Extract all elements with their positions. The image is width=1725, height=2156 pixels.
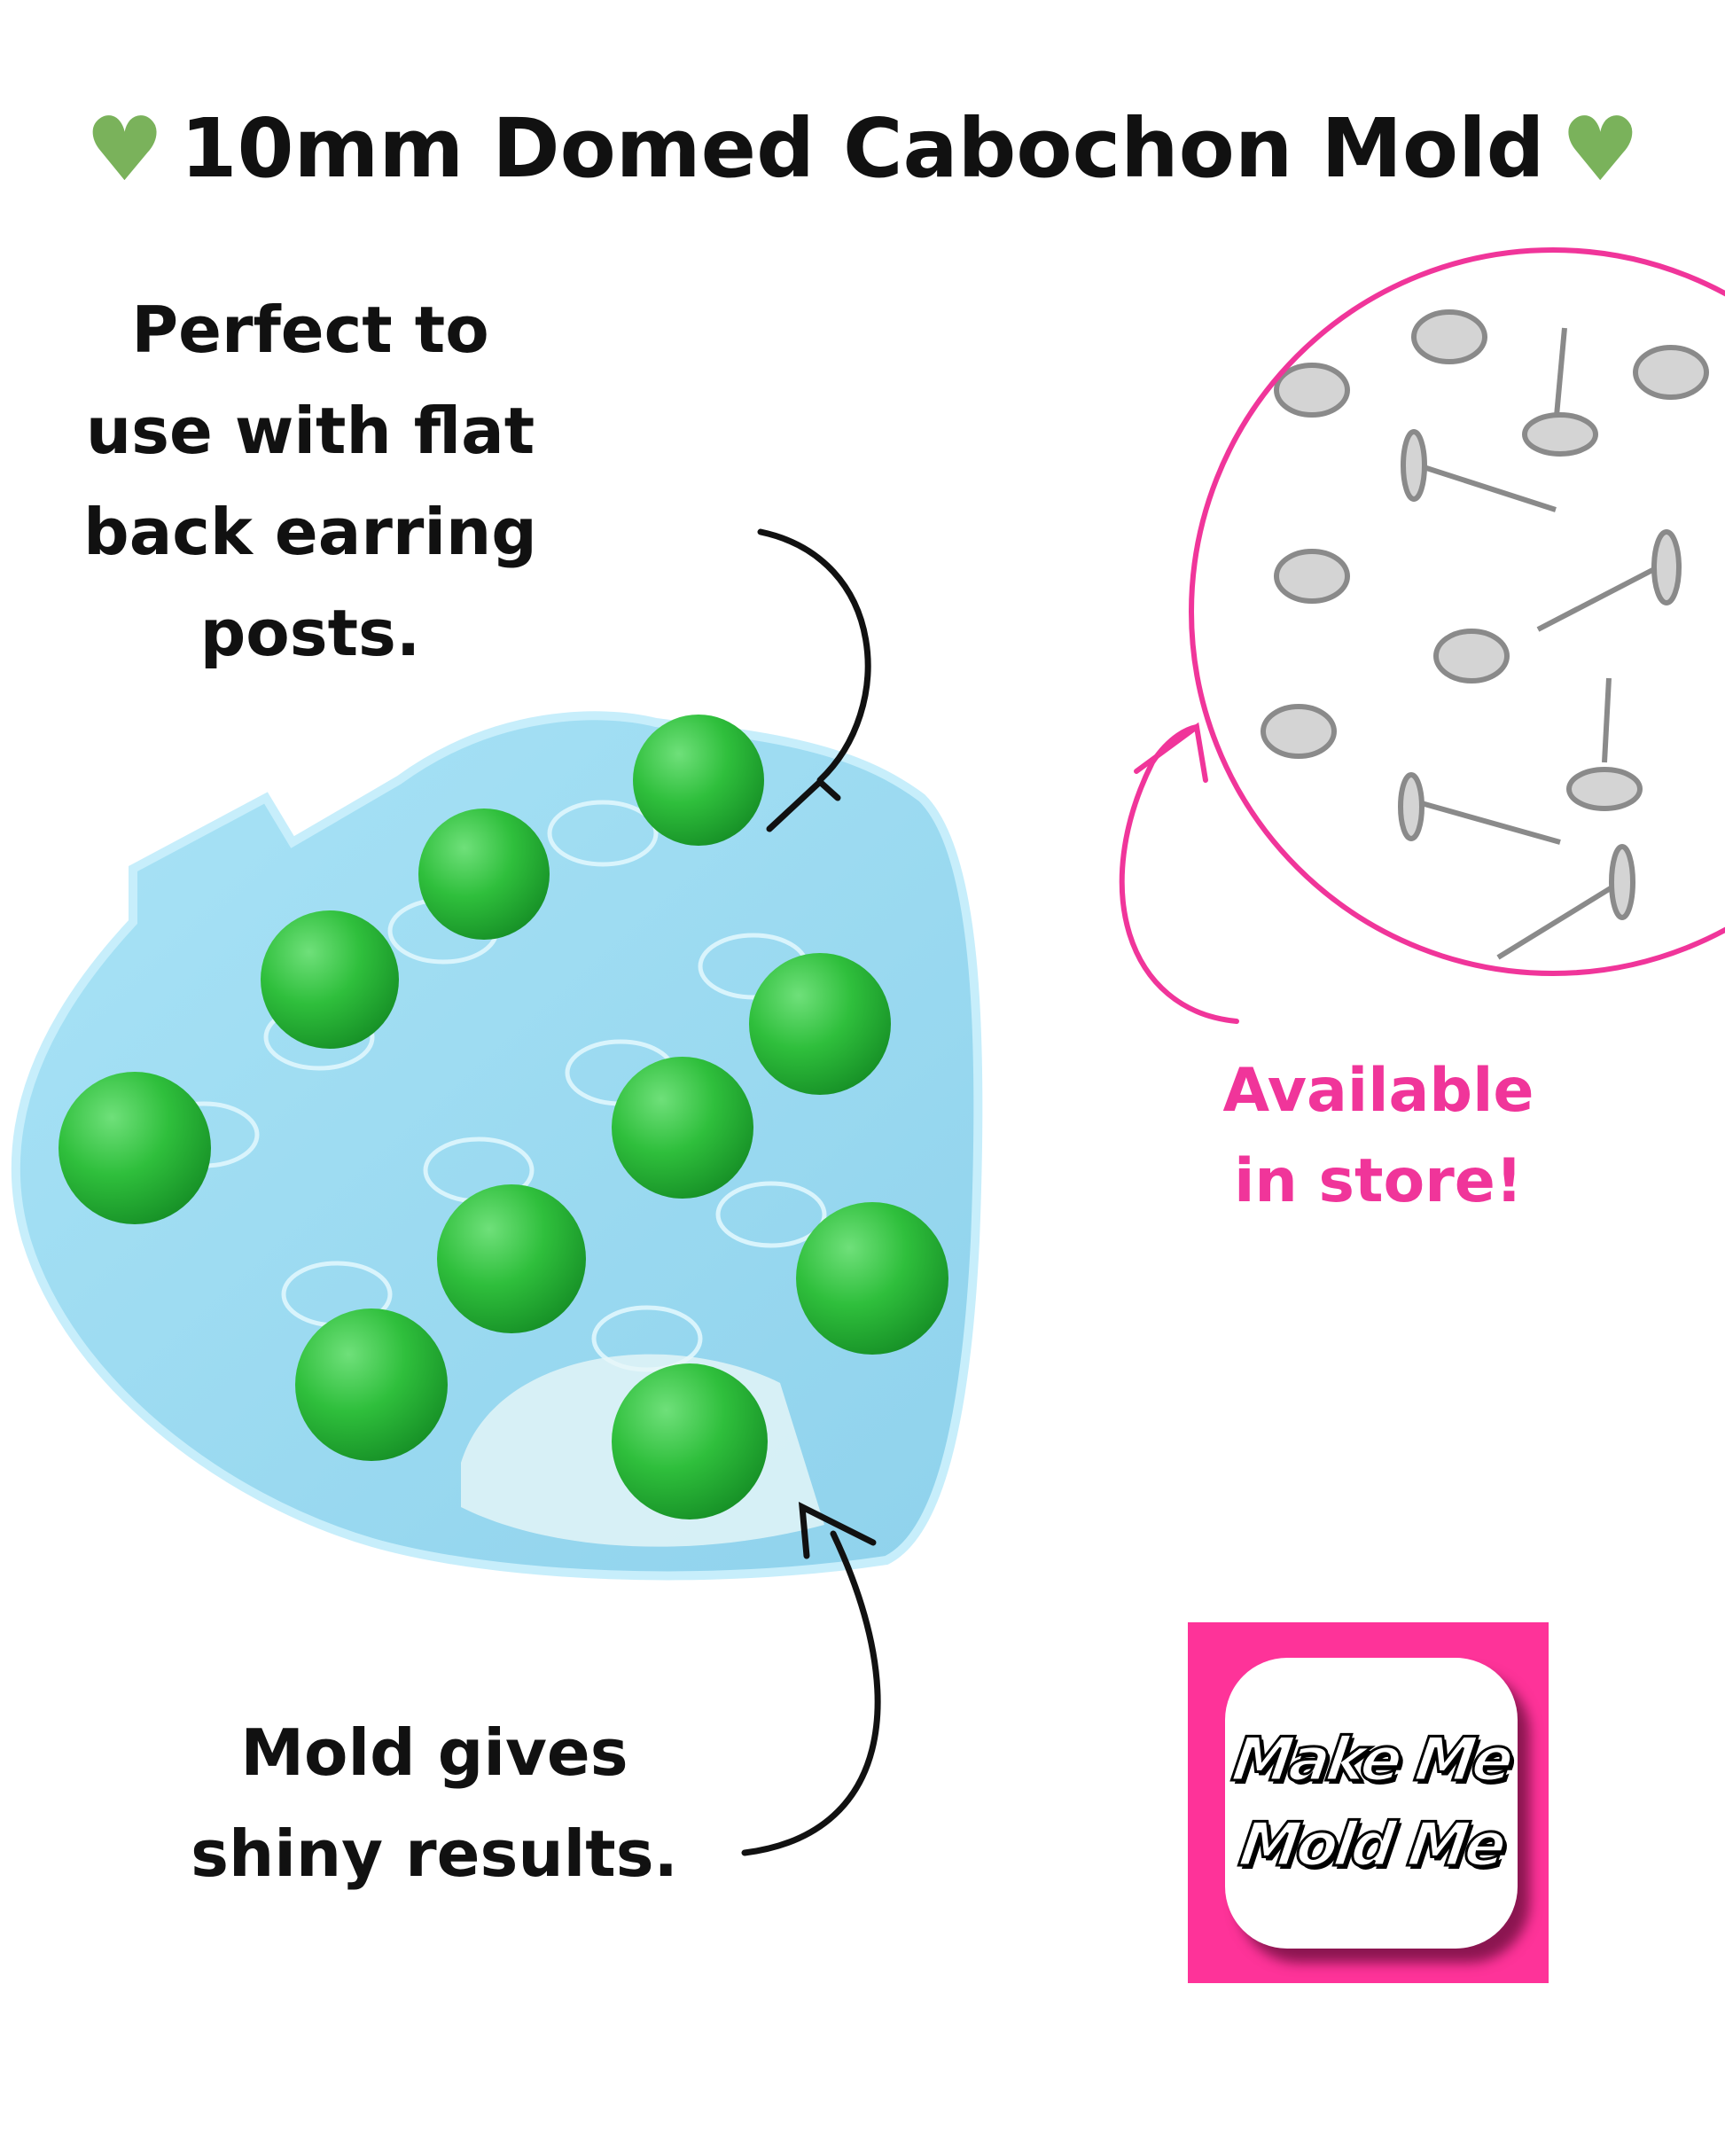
green-heart-icon: ♥ [84, 98, 165, 201]
callout-line: Mold gives [240, 1715, 628, 1790]
callout-shiny-results: Mold gives shiny results. [142, 1702, 727, 1904]
callout-line: shiny results. [191, 1816, 678, 1891]
callout-line: Available [1222, 1056, 1534, 1126]
page-title: ♥10mm Domed Cabochon Mold♥ [0, 98, 1725, 201]
callout-available-in-store: Available in store! [1179, 1046, 1578, 1227]
title-text: 10mm Domed Cabochon Mold [180, 101, 1545, 196]
green-cabochons [59, 715, 948, 1519]
callout-line: in store! [1234, 1146, 1523, 1216]
pink-arrow-to-circle [1119, 724, 1239, 1024]
callout-line: posts. [199, 596, 421, 670]
logo-card: Make Me Mold Me [1225, 1658, 1518, 1949]
pink-circle-frame [1189, 247, 1725, 976]
earring-posts-photo [1191, 250, 1725, 973]
callout-line: back earring [83, 495, 537, 569]
arrow-to-bottom-cabochon [741, 1530, 881, 1856]
logo-line-1: Make Me [1227, 1724, 1516, 1797]
callout-flat-back-posts: Perfect to use with flat back earring po… [35, 279, 585, 684]
arrow-to-top-cabochon [757, 528, 871, 784]
brand-logo: Make Me Mold Me [1188, 1622, 1549, 1983]
green-heart-icon: ♥ [1560, 98, 1641, 201]
callout-line: use with flat [85, 394, 535, 468]
logo-line-2: Mold Me [1234, 1809, 1509, 1882]
callout-line: Perfect to [131, 293, 489, 367]
